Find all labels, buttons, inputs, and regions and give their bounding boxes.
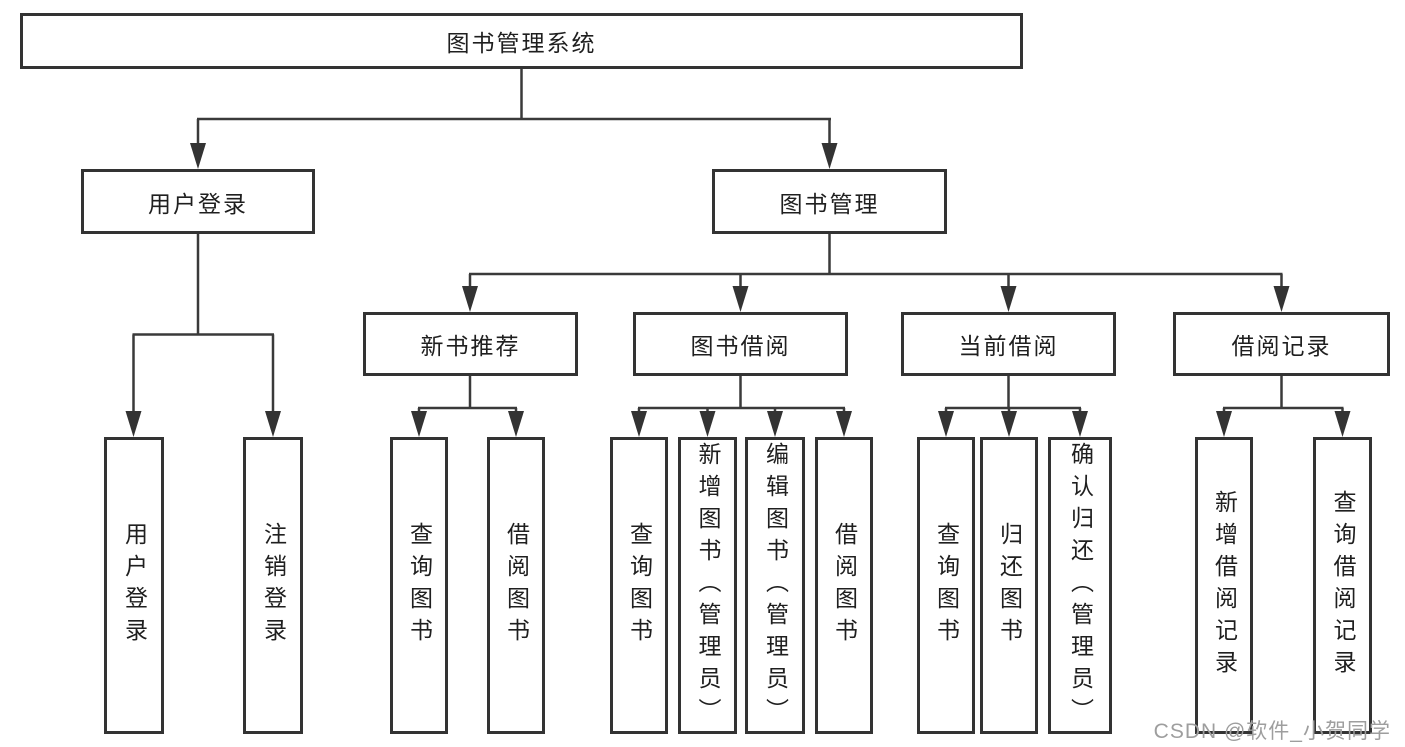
node-book-management-label: 图书管理 xyxy=(779,190,880,217)
node-book-borrow: 图书借阅 xyxy=(633,312,848,376)
node-current-borrow-label: 当前借阅 xyxy=(958,333,1059,359)
leaf-query-book-3: 查询图书 xyxy=(917,437,975,734)
node-new-book-recommend: 新书推荐 xyxy=(363,312,578,376)
leaf-query-book-1: 查询图书 xyxy=(390,437,448,734)
leaf-query-borrow-record: 查询借阅记录 xyxy=(1313,437,1372,734)
leaf-confirm-return-admin: 确认归还（管理员） xyxy=(1048,437,1112,734)
leaf-add-book-admin-label: 新增图书（管理员） xyxy=(695,441,721,730)
leaf-query-book-1-label: 查询图书 xyxy=(406,521,433,650)
leaf-edit-book-admin: 编辑图书（管理员） xyxy=(745,437,805,734)
leaf-add-borrow-record-label: 新增借阅记录 xyxy=(1211,489,1238,682)
csdn-watermark: CSDN @软件_小贺同学 xyxy=(1153,720,1391,743)
node-user-login: 用户登录 xyxy=(81,169,315,234)
leaf-user-login-label: 用户登录 xyxy=(121,521,148,650)
leaf-query-book-3-label: 查询图书 xyxy=(933,521,960,650)
leaf-borrow-book-1-label: 借阅图书 xyxy=(503,521,530,650)
node-book-borrow-label: 图书借阅 xyxy=(690,333,791,359)
leaf-confirm-return-admin-label: 确认归还（管理员） xyxy=(1067,441,1094,730)
node-new-book-recommend-label: 新书推荐 xyxy=(420,333,521,359)
leaf-user-login: 用户登录 xyxy=(104,437,164,734)
leaf-return-book: 归还图书 xyxy=(980,437,1038,734)
leaf-return-book-label: 归还图书 xyxy=(996,521,1023,650)
node-book-management: 图书管理 xyxy=(712,169,947,234)
leaf-borrow-book-2-label: 借阅图书 xyxy=(831,521,858,650)
leaf-query-book-2: 查询图书 xyxy=(610,437,668,734)
leaf-borrow-book-1: 借阅图书 xyxy=(487,437,545,734)
leaf-borrow-book-2: 借阅图书 xyxy=(815,437,873,734)
leaf-logout-label: 注销登录 xyxy=(260,521,287,650)
leaf-logout: 注销登录 xyxy=(243,437,303,734)
node-root: 图书管理系统 xyxy=(20,13,1023,69)
leaf-add-borrow-record: 新增借阅记录 xyxy=(1195,437,1253,734)
node-user-login-label: 用户登录 xyxy=(148,190,248,217)
node-root-label: 图书管理系统 xyxy=(446,30,597,56)
leaf-query-borrow-record-label: 查询借阅记录 xyxy=(1330,489,1356,682)
leaf-add-book-admin: 新增图书（管理员） xyxy=(678,437,737,734)
node-borrow-record: 借阅记录 xyxy=(1173,312,1390,376)
leaf-edit-book-admin-label: 编辑图书（管理员） xyxy=(762,441,789,730)
node-borrow-record-label: 借阅记录 xyxy=(1231,333,1332,359)
leaf-query-book-2-label: 查询图书 xyxy=(626,521,653,650)
node-current-borrow: 当前借阅 xyxy=(901,312,1116,376)
